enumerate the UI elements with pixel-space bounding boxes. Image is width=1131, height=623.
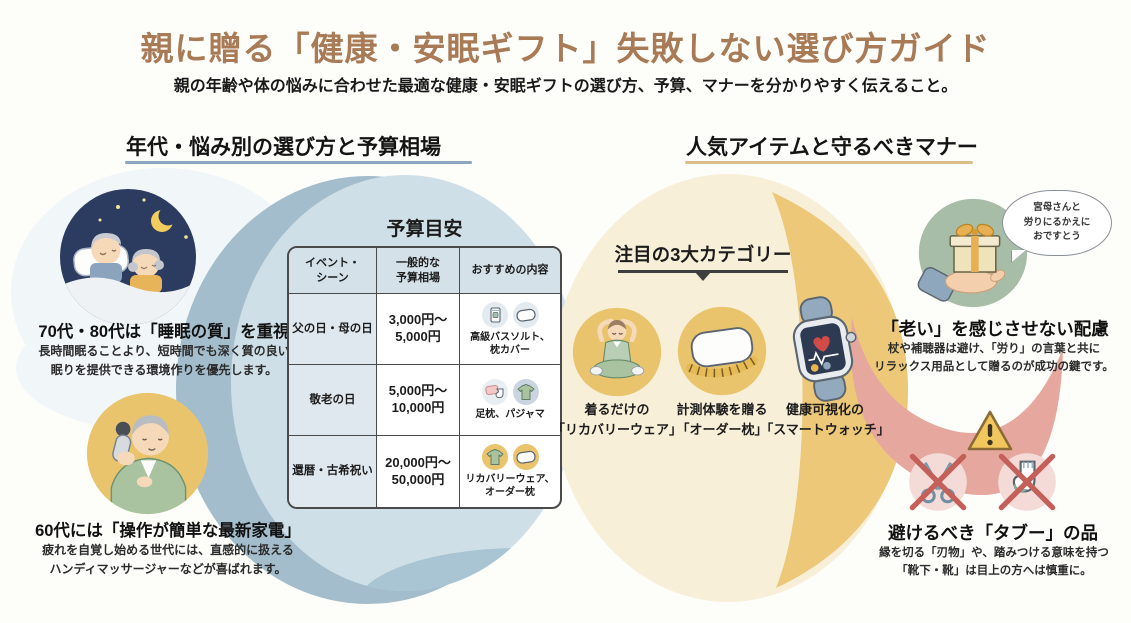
left-section-heading: 年代・悩み別の選び方と予算相場 — [126, 136, 441, 159]
foot-pillow-icon — [481, 379, 508, 405]
categories-title: 注目の3大カテゴリー — [614, 244, 792, 265]
left-section-underline — [125, 161, 472, 164]
table-row-budget: 5,000円〜 10,000円 — [377, 365, 460, 436]
table-row-budget: 3,000円〜 5,000円 — [377, 294, 460, 365]
care-body: 杖や補聴器は避け、「労り」の言葉と共に リラックス用品として贈るのが成功の鍵です… — [874, 343, 1114, 373]
speech-bubble-tail — [1012, 250, 1026, 262]
smartwatch-icon — [792, 296, 857, 402]
gift-hand-illustration — [917, 198, 1028, 308]
budget-table-title: 予算目安 — [386, 219, 463, 240]
recovery-wear-person-icon — [572, 307, 662, 397]
sleep-quality-body: 長時間眠ることより、短時間でも深く質の良い 眠りを提供できる環境作りを優先します… — [38, 344, 290, 377]
table-row-items: 高級バスソルト、 枕カバー — [460, 294, 560, 365]
warning-icon — [967, 410, 1013, 451]
blue-bottom-wave — [355, 548, 579, 591]
category-label-order-pillow: 計測体験を贈る 「オーダー枕」 — [676, 402, 768, 437]
categories-underline — [618, 270, 788, 273]
category-label-recovery-wear: 着るだけの 「リカバリーウェア」 — [551, 402, 682, 437]
salmon-blob-shape — [850, 318, 1063, 496]
no-socks-icon — [998, 453, 1056, 511]
blanket — [60, 277, 196, 325]
table-row-scene: 還暦・古希祝い — [289, 436, 377, 507]
table-row-items: リカバリーウェア、 オーダー枕 — [460, 436, 560, 507]
sleeping-couple-illustration — [60, 189, 196, 325]
category-label-smartwatch: 健康可視化の 「スマートウォッチ」 — [760, 402, 890, 437]
no-scissors-icon — [909, 453, 967, 511]
taboo-body: 縁を切る「刃物」や、踏みつける意味を持つ 「靴下・靴」は目上の方へは慎重に。 — [879, 547, 1109, 577]
page-title: 親に贈る「健康・安眠ギフト」失敗しない選び方ガイド — [140, 30, 991, 67]
page-subtitle: 親の年齢や体の悩みに合わせた最適な健康・安眠ギフトの選び方、予算、マナーを分かり… — [173, 78, 958, 95]
sleep-quality-heading: 70代・80代は「睡眠の質」を重視 — [38, 323, 290, 341]
right-section-underline — [685, 161, 973, 164]
taboo-heading: 避けるべき「タブー」の品 — [888, 523, 1098, 543]
budget-table: イベント・ シーン 一般的な 予算相場 おすすめの内容 父の日・母の日 3,00… — [287, 246, 562, 509]
pajama-icon — [512, 379, 539, 405]
speech-bubble: 宮母さんと 労りにるかえに おですとう — [1002, 190, 1112, 256]
column-header-scene: イベント・ シーン — [289, 248, 377, 294]
appliance-heading: 60代には「操作が簡単な最新家電」 — [35, 522, 301, 540]
care-heading: 「老い」を感じさせない配慮 — [881, 319, 1109, 339]
table-row-scene: 敬老の日 — [289, 365, 377, 436]
massager-man-illustration — [86, 392, 209, 515]
order-pillow-icon — [512, 444, 539, 470]
categories-underline-notch — [695, 272, 711, 281]
pillow-cover-icon — [512, 301, 539, 328]
table-row-budget: 20,000円〜 50,000円 — [377, 436, 460, 507]
column-header-budget: 一般的な 予算相場 — [377, 248, 460, 294]
table-row-items: 足枕、パジャマ — [460, 365, 560, 436]
recovery-wear-icon — [481, 444, 508, 470]
measured-pillow-icon — [677, 306, 767, 396]
appliance-body: 疲れを自覚し始める世代には、直感的に扱える ハンディマッサージャーなどが喜ばれま… — [42, 543, 294, 576]
massage-gun-head — [115, 421, 131, 437]
column-header-items: おすすめの内容 — [460, 248, 560, 294]
right-section-heading: 人気アイテムと守るべきマナー — [686, 136, 978, 159]
table-row-scene: 父の日・母の日 — [289, 294, 377, 365]
bath-salt-icon — [481, 301, 508, 328]
